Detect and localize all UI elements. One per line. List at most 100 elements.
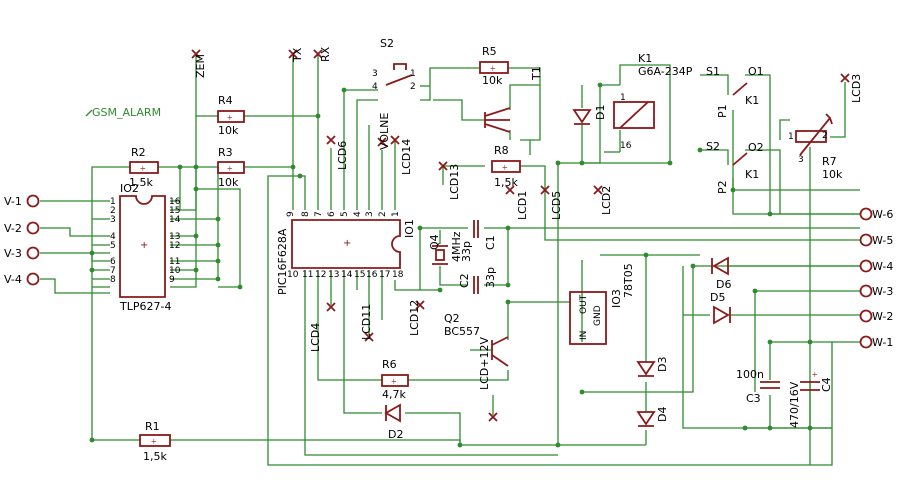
diode-d1: D1 bbox=[572, 105, 607, 125]
r7-value: 10k bbox=[822, 168, 843, 181]
junction bbox=[193, 233, 199, 239]
wires bbox=[40, 54, 860, 466]
q4-value: 4MHz bbox=[450, 231, 463, 262]
test-point-lcd5: LCD5 bbox=[540, 185, 563, 220]
test-point-lcd14: LCD14 bbox=[390, 135, 413, 175]
connector-v-2: V-2 bbox=[4, 221, 40, 235]
pin-number: 13 bbox=[169, 232, 180, 242]
test-point-label: LCD14 bbox=[400, 139, 413, 175]
svg-text:+: + bbox=[490, 64, 496, 75]
connector-label: W-2 bbox=[872, 310, 893, 323]
io3-in: IN bbox=[579, 331, 589, 340]
pin-number: 2 bbox=[110, 206, 116, 216]
r3-ref: R3 bbox=[218, 146, 233, 159]
pin-number: 18 bbox=[392, 270, 404, 280]
pin-number: 15 bbox=[169, 206, 180, 216]
capacitor-c3: 100n C3 bbox=[736, 368, 780, 405]
r2-ref: R2 bbox=[131, 146, 146, 159]
diode-d2: D2 bbox=[384, 403, 403, 441]
s2-pin3: 3 bbox=[372, 69, 378, 79]
pin-number: 12 bbox=[315, 270, 326, 280]
pin-number: 14 bbox=[341, 270, 353, 280]
contact-k1b: K1 bbox=[745, 168, 759, 181]
connector-v-4: V-4 bbox=[4, 272, 40, 286]
test-point-zem: ZEM bbox=[191, 49, 207, 78]
pin-number: 7 bbox=[314, 211, 324, 217]
pin-number: 6 bbox=[110, 257, 116, 267]
junction bbox=[193, 186, 199, 192]
test-point-rx: RX bbox=[313, 46, 332, 62]
io3-ref: IO3 bbox=[610, 289, 623, 308]
junction bbox=[341, 87, 347, 93]
r1-ref: R1 bbox=[145, 420, 160, 433]
connector-label: W-1 bbox=[872, 336, 893, 349]
pin-number: 8 bbox=[110, 275, 116, 285]
r7-pin1: 1 bbox=[788, 132, 794, 142]
left-connectors: V-1V-2V-3V-4 bbox=[4, 194, 40, 286]
junction bbox=[290, 164, 296, 170]
test-point-label: LCD11 bbox=[360, 304, 373, 340]
diode-d3: D3 bbox=[636, 357, 669, 377]
junction bbox=[555, 442, 561, 448]
junction bbox=[505, 282, 511, 288]
test-point-label: LCD3 bbox=[850, 74, 863, 103]
junction bbox=[579, 160, 585, 166]
svg-text:+: + bbox=[391, 377, 397, 388]
r5-ref: R5 bbox=[482, 45, 497, 58]
t1-ref: T1 bbox=[530, 66, 543, 81]
junction bbox=[752, 288, 758, 294]
q2-value: BC557 bbox=[444, 325, 480, 338]
s2-ref: S2 bbox=[380, 37, 394, 50]
junction bbox=[767, 339, 773, 345]
junction bbox=[597, 82, 603, 88]
junction bbox=[215, 242, 221, 248]
d5-ref: D5 bbox=[710, 291, 725, 304]
s2-pin4: 4 bbox=[372, 82, 378, 92]
test-point-tx: TX bbox=[288, 47, 304, 63]
junction bbox=[457, 442, 463, 448]
pin-number: 7 bbox=[110, 266, 116, 276]
io1-value: PIC16F628A bbox=[276, 228, 289, 295]
r7-pin2: 2 bbox=[822, 131, 828, 141]
pin-number: 17 bbox=[379, 270, 390, 280]
capacitor-c1: C1 33p bbox=[460, 220, 497, 262]
pin-number: 11 bbox=[169, 257, 180, 267]
q2-ref: Q2 bbox=[444, 312, 460, 325]
test-point-label: LCD6 bbox=[336, 141, 349, 170]
svg-text:+: + bbox=[151, 437, 157, 448]
r6-ref: R6 bbox=[382, 358, 397, 371]
junction bbox=[730, 187, 736, 193]
k1-pin16: 16 bbox=[620, 141, 632, 151]
pin-number: 1 bbox=[391, 211, 401, 217]
junction bbox=[315, 113, 321, 119]
k1-ref: K1 bbox=[638, 52, 652, 65]
c1-ref: C1 bbox=[484, 235, 497, 250]
svg-text:+: + bbox=[227, 113, 233, 124]
junction bbox=[643, 252, 649, 258]
connector-w-4: W-4 bbox=[859, 259, 893, 273]
connector-v-1: V-1 bbox=[4, 194, 40, 208]
d3-ref: D3 bbox=[656, 357, 669, 372]
test-point-label: ZEM bbox=[194, 54, 207, 78]
junction bbox=[690, 263, 696, 269]
pin-number: 3 bbox=[110, 215, 116, 225]
r4-value: 10k bbox=[218, 124, 239, 137]
c2-value: 33p bbox=[484, 267, 497, 288]
pin-number: 6 bbox=[327, 211, 337, 217]
test-point-lcd-12v: LCD+12V bbox=[478, 337, 498, 422]
connector-label: W-6 bbox=[872, 208, 893, 221]
resistor-r4: + R4 10k bbox=[217, 94, 245, 137]
svg-text:+: + bbox=[343, 238, 351, 249]
svg-text:+: + bbox=[227, 164, 233, 175]
junction bbox=[215, 258, 221, 264]
test-point-lcd1: LCD1 bbox=[505, 185, 529, 220]
connector-w-5: W-5 bbox=[859, 233, 893, 247]
r5-value: 10k bbox=[482, 74, 503, 87]
junction bbox=[89, 250, 95, 256]
junction bbox=[297, 173, 303, 179]
connector-w-6: W-6 bbox=[859, 207, 893, 221]
io2-value: TLP627-4 bbox=[119, 300, 171, 313]
junction bbox=[177, 164, 183, 170]
svg-text:+: + bbox=[502, 163, 508, 174]
